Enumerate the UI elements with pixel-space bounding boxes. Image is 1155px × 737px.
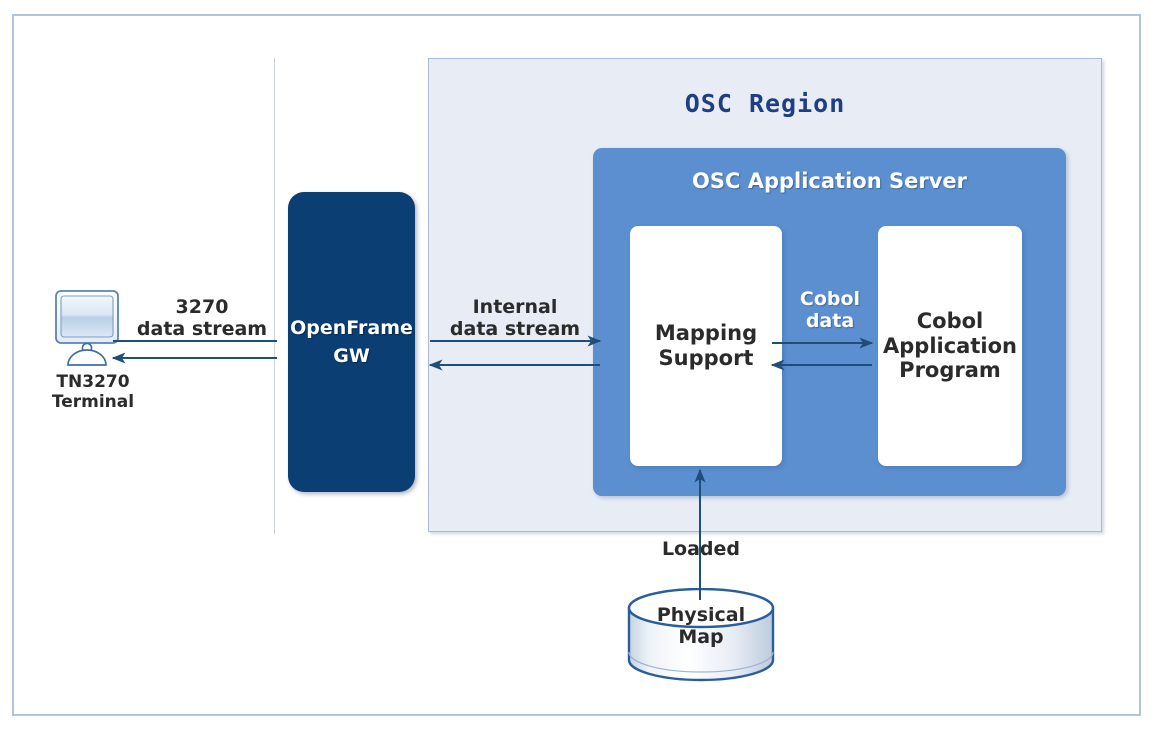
flow-label-loaded: Loaded [661,538,741,560]
osc-application-server-title: OSC Application Server [692,169,967,193]
osc-region-title: OSC Region [684,89,846,118]
physical-map-storage: Physical Map [626,587,776,686]
database-cylinder-icon [627,587,775,682]
cobol-application-program-label: Cobol Application Program [883,308,1017,383]
flow-label-cobol-data: Cobol data [799,288,861,333]
vertical-divider [274,58,275,534]
mapping-support-label: Mapping Support [654,321,758,370]
monitor-icon [55,290,119,366]
flow-label-internal-data-stream: Internal data stream [449,296,581,341]
openframe-gateway-label: OpenFrame GW [290,316,413,368]
tn3270-terminal-group: TN3270 Terminal [44,288,140,418]
mapping-support-box: Mapping Support [630,226,782,466]
flow-label-3270-data-stream: 3270 data stream [136,296,268,341]
tn3270-terminal-label: TN3270 Terminal [51,372,135,413]
cobol-application-program-box: Cobol Application Program [878,226,1022,466]
openframe-gateway-box: OpenFrame GW [288,192,415,492]
